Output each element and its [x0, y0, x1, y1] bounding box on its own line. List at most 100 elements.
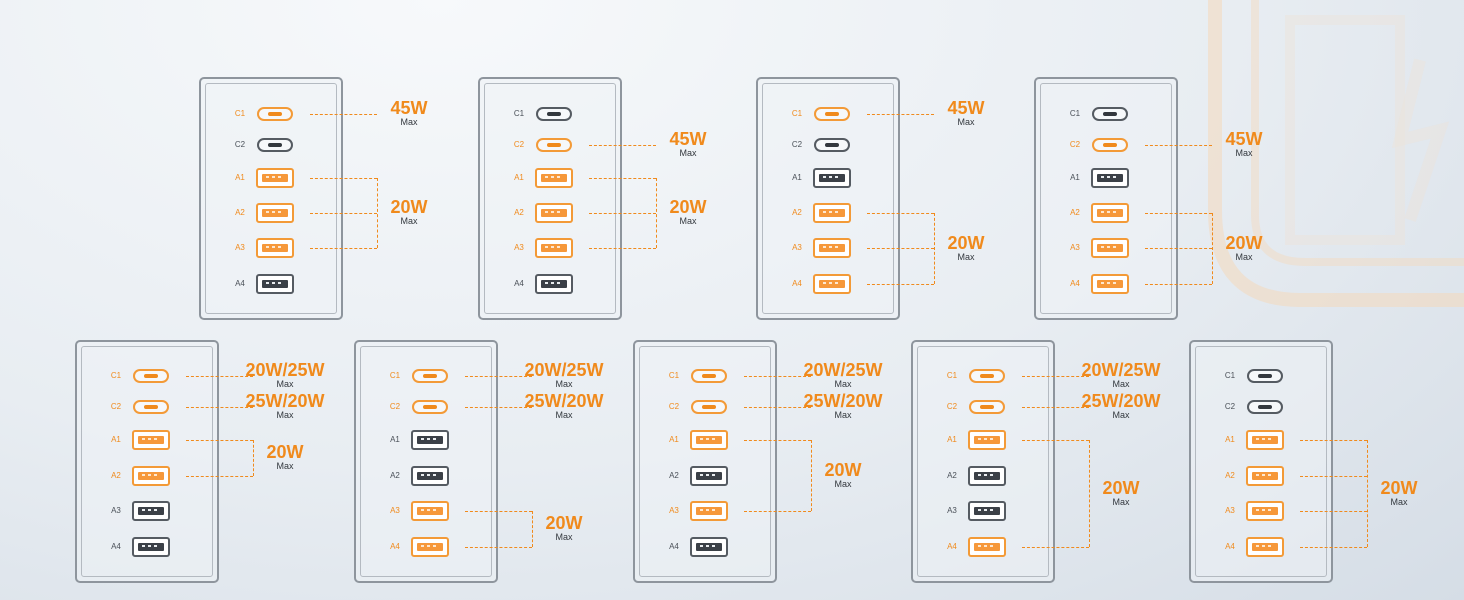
port-label-c1: C1 [946, 371, 958, 380]
usb-a-port-icon [256, 274, 294, 294]
wattage-label: 25W/20W [245, 391, 325, 411]
usb-a-port-icon [411, 466, 449, 486]
connector-line [310, 114, 377, 115]
max-label: Max [1390, 496, 1408, 507]
usb-a-port-icon [1246, 466, 1284, 486]
port-label-a2: A2 [1070, 208, 1080, 217]
connector-bracket [1089, 440, 1090, 547]
wattage-label: 25W/20W [803, 391, 883, 411]
connector-line [186, 476, 253, 477]
port-label-a4: A4 [390, 542, 400, 551]
wattage-label: 25W/20W [524, 391, 604, 411]
usb-c-port-icon [536, 138, 572, 152]
connector-line [1145, 248, 1212, 249]
usb-a-port-icon [411, 501, 449, 521]
connector-line [589, 248, 656, 249]
port-label-c2: C2 [946, 402, 958, 411]
usb-c-port-icon [814, 138, 850, 152]
wattage-label: 20W [947, 232, 985, 253]
usb-a-port-icon [535, 168, 573, 188]
connector-line [465, 376, 532, 377]
port-label-a1: A1 [235, 173, 245, 182]
connector-bracket [656, 178, 657, 248]
port-label-a4: A4 [1070, 279, 1080, 288]
usb-a-port-icon [132, 466, 170, 486]
usb-a-port-icon [1246, 430, 1284, 450]
port-label-c2: C2 [668, 402, 680, 411]
max-label: Max [957, 117, 975, 127]
max-label: Max [957, 251, 975, 262]
port-label-c2: C2 [389, 402, 401, 411]
max-label: Max [400, 216, 418, 226]
port-label-a1: A1 [792, 173, 802, 182]
port-label-c2: C2 [234, 140, 246, 149]
port-label-a4: A4 [792, 279, 802, 288]
connector-line [744, 440, 811, 441]
port-label-a1: A1 [669, 435, 679, 444]
port-label-a3: A3 [1225, 506, 1235, 515]
port-label-a2: A2 [947, 471, 957, 480]
usb-c-port-icon [691, 400, 727, 414]
max-label: Max [1112, 410, 1130, 420]
usb-c-port-icon [133, 400, 169, 414]
usb-a-port-icon [411, 430, 449, 450]
max-label: Max [555, 532, 573, 542]
usb-c-port-icon [1247, 400, 1283, 414]
max-label: Max [1112, 379, 1130, 389]
port-label-a2: A2 [235, 208, 245, 217]
wattage-label: 20W [1380, 477, 1418, 498]
connector-line [589, 145, 656, 146]
port-label-a3: A3 [792, 243, 802, 252]
usb-a-port-icon [968, 501, 1006, 521]
connector-line [1022, 407, 1089, 408]
port-label-c2: C2 [513, 140, 525, 149]
wattage-label: 20W [266, 442, 304, 462]
port-label-a3: A3 [111, 506, 121, 515]
port-label-a1: A1 [514, 173, 524, 182]
max-label: Max [555, 410, 573, 420]
port-label-a3: A3 [235, 243, 245, 252]
port-label-c2: C2 [110, 402, 122, 411]
port-label-a2: A2 [111, 471, 121, 480]
usb-c-port-icon [257, 107, 293, 121]
connector-line [1145, 284, 1212, 285]
max-label: Max [400, 117, 418, 127]
usb-a-port-icon [132, 537, 170, 557]
port-label-c2: C2 [1224, 402, 1236, 411]
port-label-c2: C2 [1069, 140, 1081, 149]
connector-bracket [253, 440, 254, 476]
connector-bracket [532, 511, 533, 547]
usb-a-port-icon [535, 203, 573, 223]
max-label: Max [276, 461, 294, 471]
port-label-a3: A3 [1070, 243, 1080, 252]
usb-c-port-icon [969, 369, 1005, 383]
usb-a-port-icon [813, 238, 851, 258]
usb-a-port-icon [968, 466, 1006, 486]
port-label-c1: C1 [513, 109, 525, 118]
port-label-a2: A2 [514, 208, 524, 217]
wattage-label: 20W/25W [1081, 360, 1161, 380]
wattage-label: 45W [1225, 129, 1263, 149]
wattage-label: 20W [1225, 232, 1263, 253]
connector-line [1300, 476, 1367, 477]
max-label: Max [555, 379, 573, 389]
connector-line [1022, 440, 1089, 441]
connector-line [186, 407, 253, 408]
connector-line [744, 511, 811, 512]
usb-c-port-icon [1092, 138, 1128, 152]
connector-line [1145, 145, 1212, 146]
port-label-c1: C1 [110, 371, 122, 380]
usb-a-port-icon [690, 501, 728, 521]
port-label-c1: C1 [1069, 109, 1081, 118]
connector-bracket [1212, 213, 1213, 284]
port-label-a4: A4 [947, 542, 957, 551]
usb-a-port-icon [690, 537, 728, 557]
connector-line [1300, 547, 1367, 548]
usb-a-port-icon [813, 274, 851, 294]
connector-line [465, 511, 532, 512]
max-label: Max [834, 478, 852, 489]
port-label-a4: A4 [111, 542, 121, 551]
connector-line [465, 547, 532, 548]
connector-line [310, 248, 377, 249]
connector-line [465, 407, 532, 408]
